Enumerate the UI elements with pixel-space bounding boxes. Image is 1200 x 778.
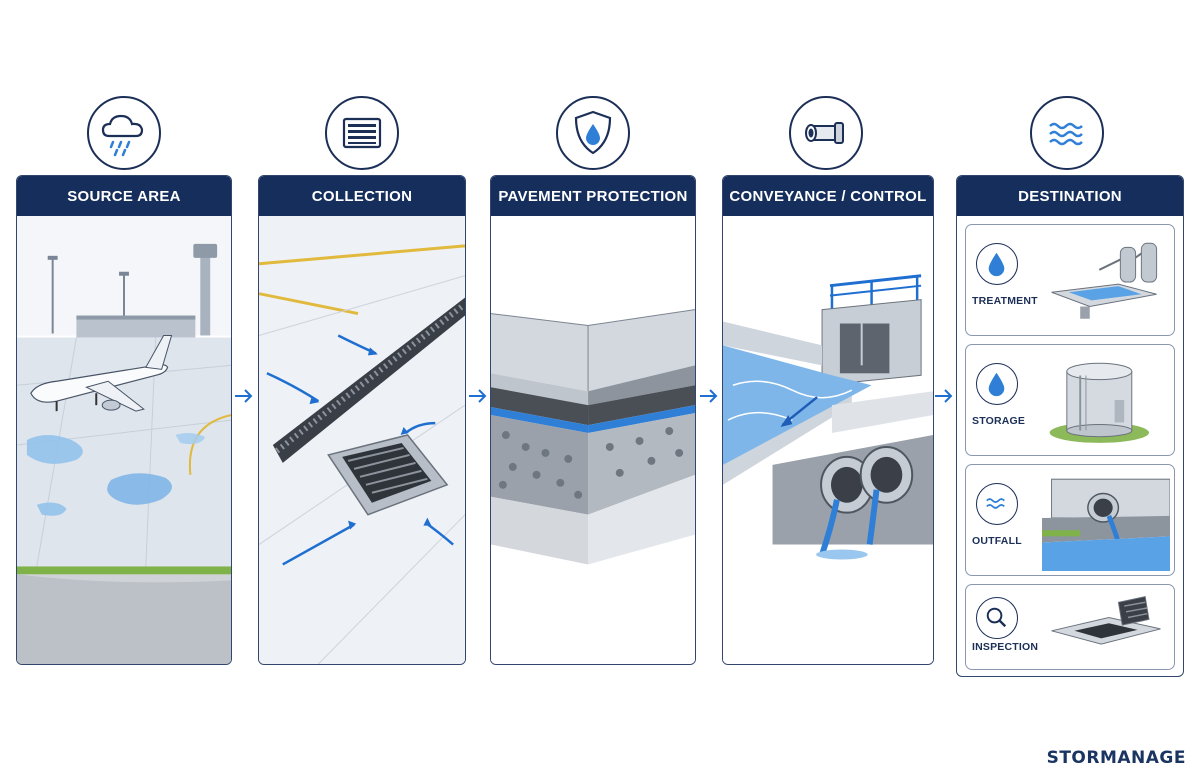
destination-label-storage: STORAGE [972, 415, 1026, 427]
inspection-chamber-illustration [1042, 589, 1170, 665]
cloud-rain-icon [87, 96, 161, 170]
panel-collection: COLLECTION [258, 175, 466, 665]
airport-apron-illustration [17, 216, 231, 664]
panel-pavement-protection: PAVEMENT PROTECTION [490, 175, 696, 665]
panel-destination: DESTINATION TREATMENT STORAGE [956, 175, 1184, 677]
treatment-plant-illustration [1042, 229, 1170, 331]
panel-source-area: SOURCE AREA [16, 175, 232, 665]
magnifier-icon [976, 597, 1018, 639]
destination-inspection: INSPECTION [965, 584, 1175, 670]
destination-label-inspection: INSPECTION [972, 641, 1039, 653]
water-drop-icon [976, 363, 1018, 405]
panel-conveyance-control: CONVEYANCE / CONTROL [722, 175, 934, 665]
panel-title-collection: COLLECTION [259, 176, 465, 216]
trench-drain-illustration [259, 216, 465, 664]
panel-title-pavement-protection: PAVEMENT PROTECTION [491, 176, 695, 216]
pipe-icon [789, 96, 863, 170]
channel-sluice-illustration [723, 216, 933, 664]
waves-icon [1030, 96, 1104, 170]
water-drop-icon [976, 243, 1018, 285]
grate-icon [325, 96, 399, 170]
destination-treatment: TREATMENT [965, 224, 1175, 336]
destination-storage: STORAGE [965, 344, 1175, 456]
destination-label-treatment: TREATMENT [972, 295, 1038, 307]
flow-arrow-icon [935, 389, 953, 403]
panel-title-destination: DESTINATION [957, 176, 1183, 216]
flow-arrow-icon [235, 389, 253, 403]
storage-tank-illustration [1042, 349, 1170, 451]
panel-title-source-area: SOURCE AREA [17, 176, 231, 216]
pavement-section-illustration [491, 216, 695, 664]
destination-label-outfall: OUTFALL [972, 535, 1022, 547]
flow-arrow-icon [700, 389, 718, 403]
destination-outfall: OUTFALL [965, 464, 1175, 576]
shield-drop-icon [556, 96, 630, 170]
outfall-illustration [1042, 469, 1171, 571]
brand-logo: STORMANAGE [1046, 748, 1186, 768]
waves-icon [976, 483, 1018, 525]
flow-arrow-icon [469, 389, 487, 403]
panel-title-conveyance-control: CONVEYANCE / CONTROL [723, 176, 933, 216]
